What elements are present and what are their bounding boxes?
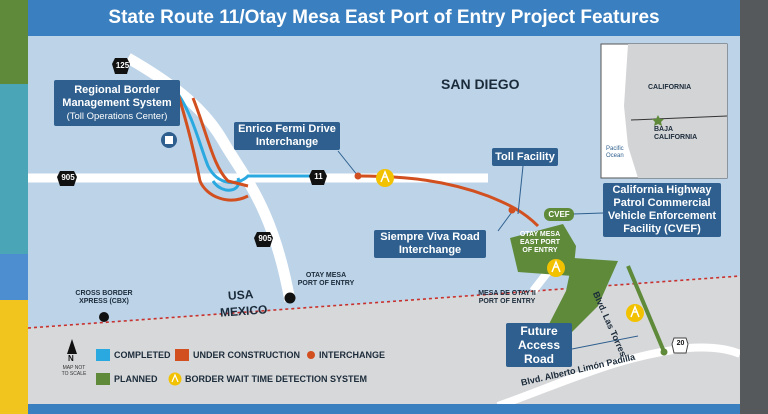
- route-20-label: 20: [676, 340, 685, 347]
- detection-icon-3: [626, 304, 644, 322]
- usa-label: USA: [227, 287, 254, 303]
- blvd-alberto-road: [496, 343, 740, 406]
- left-strip-blue: [0, 254, 28, 300]
- legend-interchange-dot: [307, 351, 315, 359]
- planned-facility-south: [548, 258, 618, 336]
- cvef-badge: CVEF: [544, 208, 574, 221]
- legend-detection-label: BORDER WAIT TIME DETECTION SYSTEM: [185, 374, 368, 384]
- siempre-viva-label: Siempre Viva Road Interchange: [380, 231, 480, 256]
- legend-not-to-scale: MAP NOT TO SCALE: [61, 365, 87, 377]
- siempre-viva-callout: Siempre Viva Road Interchange: [374, 230, 486, 258]
- inset-ocean-label: Pacific Ocean: [606, 146, 624, 159]
- legend-construction-label: UNDER CONSTRUCTION: [193, 350, 300, 360]
- legend-completed-swatch: [96, 349, 110, 361]
- route-905-west-label: 905: [61, 173, 75, 182]
- map-graphics: [28, 43, 740, 406]
- north-arrow: [67, 339, 77, 354]
- completed-connector: [176, 93, 318, 185]
- legend-detection-icon: [168, 372, 182, 386]
- legend-planned-swatch: [96, 373, 110, 385]
- construction-connector-2: [191, 97, 249, 188]
- otay-mesa-poe-label: OTAY MESA PORT OF ENTRY: [297, 272, 355, 287]
- route-11-label: 11: [314, 172, 323, 181]
- siempre-interchange-dot: [508, 206, 516, 214]
- toll-leader: [517, 165, 524, 215]
- future-access-callout: Future Access Road: [506, 323, 572, 367]
- chp-leader: [572, 212, 604, 215]
- mesa-de-otay-label: MESA DE OTAY II PORT OF ENTRY: [478, 290, 536, 305]
- access-road-end-dot: [660, 348, 668, 356]
- left-strip-teal: [0, 84, 28, 254]
- siempre-leader: [497, 211, 513, 232]
- future-access-road: [626, 265, 667, 355]
- border-line: [28, 275, 740, 329]
- legend-construction-swatch: [175, 349, 189, 361]
- otay-mesa-poe-dot: [284, 292, 296, 304]
- route-905-south-label: 905: [258, 234, 272, 243]
- san-diego-label: SAN DIEGO: [441, 76, 520, 92]
- map-title: State Route 11/Otay Mesa East Port of En…: [108, 7, 660, 28]
- route-125-shield: [112, 58, 130, 74]
- inset-california-label: CALIFORNIA: [648, 84, 692, 91]
- otay-mesa-east-label: OTAY MESA EAST PORT OF ENTRY: [519, 231, 561, 254]
- enrico-interchange-dot: [354, 172, 362, 180]
- left-strip-yellow: [0, 300, 28, 414]
- future-access-label: Future Access Road: [517, 324, 561, 366]
- detection-icon-2: [547, 259, 565, 277]
- legend-north-label: N: [68, 354, 74, 363]
- enrico-fermi-label: Enrico Fermi Drive Interchange: [238, 123, 336, 148]
- route-20-shield: [671, 337, 689, 354]
- enrico-leader: [337, 150, 359, 177]
- left-strip-green: [0, 0, 28, 84]
- toll-facility-callout: Toll Facility: [492, 148, 558, 166]
- regional-border-sub: (Toll Operations Center): [66, 110, 168, 122]
- map-area: 125 905 905 11 20 SAN DIEGO USA MEXICO C…: [28, 36, 740, 406]
- chp-cvef-label: California Highway Patrol Commercial Veh…: [607, 184, 717, 235]
- toll-facility-label: Toll Facility: [495, 150, 555, 163]
- bottom-bar: [28, 404, 740, 414]
- regional-border-callout: Regional Border Management System (Toll …: [54, 80, 180, 126]
- chp-cvef-callout: California Highway Patrol Commercial Veh…: [603, 183, 721, 237]
- toll-operations-icon: [161, 132, 177, 148]
- route-11-shield: [309, 170, 327, 185]
- completed-loop: [211, 177, 241, 192]
- right-edge: [740, 0, 768, 414]
- regional-border-title: Regional Border Management System: [62, 83, 172, 109]
- route-125-label: 125: [115, 61, 130, 70]
- detection-icon-1: [376, 169, 394, 187]
- inset-baja-label: BAJA CALIFORNIA: [654, 126, 698, 141]
- enrico-fermi-callout: Enrico Fermi Drive Interchange: [234, 122, 340, 150]
- legend-planned-label: PLANNED: [114, 374, 158, 384]
- cbx-label: CROSS BORDER XPRESS (CBX): [75, 290, 133, 305]
- route-905-west-shield: [57, 171, 77, 186]
- route-905-south-shield: [254, 232, 273, 247]
- legend-completed-label: COMPLETED: [114, 350, 171, 360]
- legend-interchange-label: INTERCHANGE: [319, 350, 386, 360]
- future-leader: [571, 335, 639, 350]
- inset-map: [600, 43, 728, 179]
- title-bar: State Route 11/Otay Mesa East Port of En…: [28, 0, 740, 36]
- construction-connector-1: [176, 93, 249, 202]
- cbx-dot: [99, 312, 109, 322]
